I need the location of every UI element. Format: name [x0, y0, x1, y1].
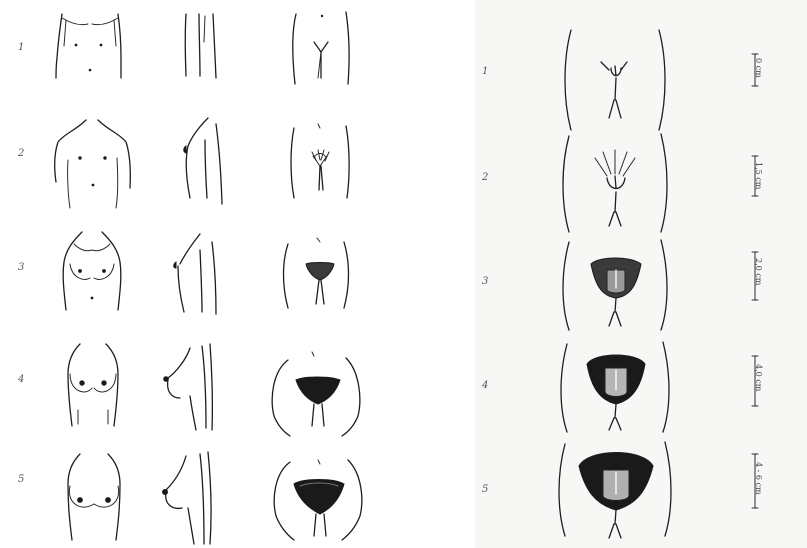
- right-pubic-sketch-stage-3: [563, 240, 667, 330]
- left-torso-sketch-stage-5: [68, 454, 120, 540]
- right-sketches: [475, 0, 807, 548]
- left-pubic-sketch-stage-2: [291, 124, 349, 198]
- left-pubic-sketch-stage-1: [293, 12, 349, 84]
- left-pubic-sketch-stage-5: [274, 460, 362, 540]
- right-pubic-sketch-stage-2: [563, 134, 667, 232]
- right-scale-marker-3: [752, 252, 758, 300]
- right-scale-marker-1: [752, 54, 758, 86]
- left-profile-sketch-stage-3: [174, 234, 216, 314]
- right-pubic-sketch-stage-1: [565, 30, 665, 130]
- right-scale-marker-5: [752, 454, 758, 508]
- left-torso-sketch-stage-4: [68, 344, 118, 426]
- left-pubic-sketch-stage-4: [272, 352, 360, 436]
- right-drawing-panel: 1 2 3 4 5 0 cm 1,5 cm 2,0 cm 4,0 cm 4 - …: [475, 0, 807, 548]
- right-pubic-sketch-stage-4: [561, 342, 669, 432]
- left-pubic-sketch-stage-3: [284, 238, 349, 308]
- right-scale-marker-2: [752, 156, 758, 196]
- left-sketches: [0, 0, 455, 548]
- left-torso-sketch-stage-2: [55, 120, 131, 208]
- left-profile-sketch-stage-4: [164, 344, 213, 430]
- right-scale-marker-4: [752, 356, 758, 406]
- left-profile-sketch-stage-5: [163, 452, 212, 544]
- left-torso-sketch-stage-3: [63, 232, 121, 310]
- left-profile-sketch-stage-1: [185, 14, 216, 78]
- left-drawing-panel: 1 2 3 4 5: [0, 0, 455, 548]
- left-profile-sketch-stage-2: [184, 118, 222, 204]
- right-pubic-sketch-stage-5: [559, 442, 671, 538]
- left-torso-sketch-stage-1: [56, 14, 121, 78]
